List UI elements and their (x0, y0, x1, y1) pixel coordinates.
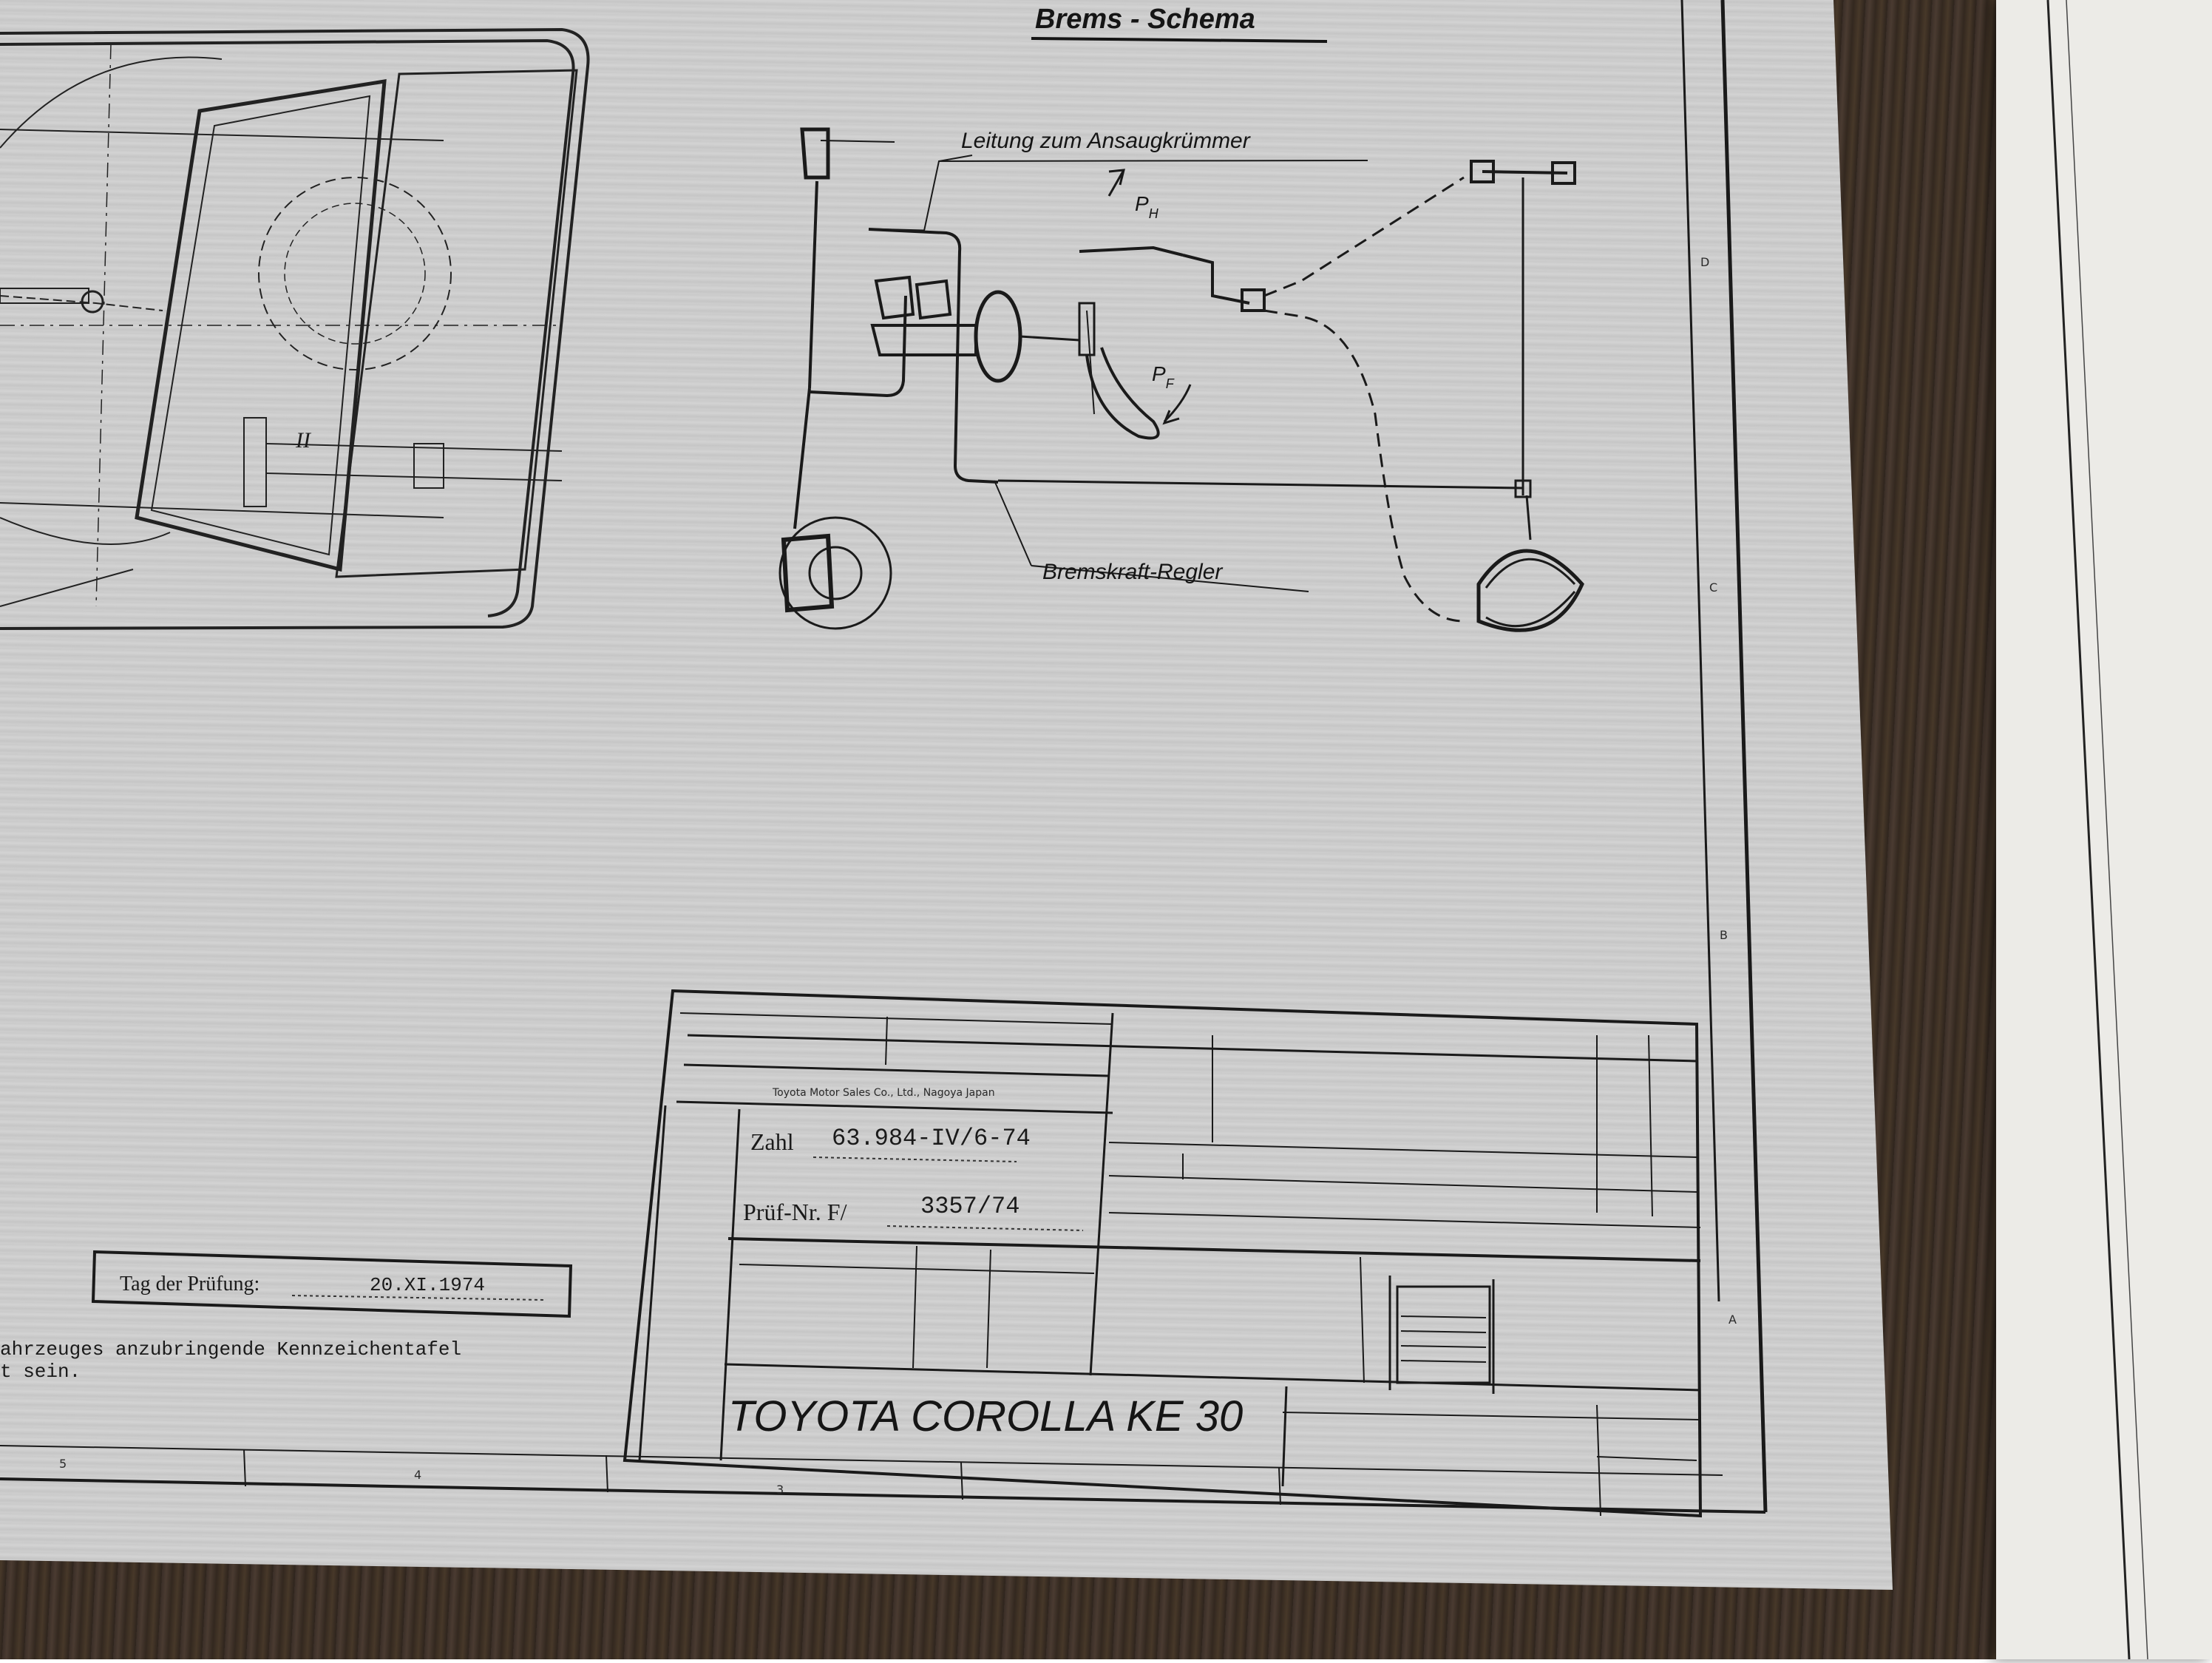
inspection-date-box: Tag der Prüfung: 20.XI.1974 (91, 1250, 573, 1318)
intake-line-label: Leitung zum Ansaugkrümmer (961, 129, 1251, 153)
axle-label: II (295, 428, 312, 453)
note-line-1: ahrzeuges anzubringende Kennzeichentafel (0, 1338, 461, 1361)
title-block (622, 989, 1703, 1518)
pruef-underline (886, 1225, 1084, 1231)
pruef-value: 3357/74 (920, 1193, 1020, 1220)
grid-marker-a: A (1728, 1313, 1737, 1327)
brake-circuit (778, 127, 1584, 632)
pruef-label: Prüf-Nr. F/ (743, 1199, 847, 1225)
grid-marker-3: 3 (776, 1483, 784, 1497)
grid-markers: 5 4 3 D C B A (59, 255, 1737, 1497)
sheet-frame (0, 0, 1768, 1514)
second-sheet-frame (2046, 0, 2148, 1660)
note-line-2: t sein. (0, 1361, 81, 1383)
second-drawing-sheet (1996, 0, 2212, 1660)
brake-regulator-label: Bremskraft-Regler (1042, 560, 1223, 584)
car-outline-drawing (0, 27, 590, 630)
drawing-sheet: 5 4 3 D C B A II Brems - Schema (0, 0, 1893, 1590)
vehicle-model: TOYOTA COROLLA KE 30 (728, 1392, 1243, 1440)
zahl-label: Zahl (750, 1128, 794, 1155)
grid-marker-c: C (1709, 580, 1717, 595)
schema-title: Brems - Schema (1035, 4, 1255, 35)
grid-marker-4: 4 (414, 1468, 421, 1482)
title-underline (1031, 37, 1328, 43)
grid-marker-d: D (1700, 255, 1709, 269)
inspection-date-value: 20.XI.1974 (370, 1274, 485, 1296)
grid-marker-5: 5 (59, 1457, 67, 1471)
manufacturer-text: Toyota Motor Sales Co., Ltd., Nagoya Jap… (772, 1087, 995, 1099)
foot-force-label: PF (1152, 362, 1175, 391)
registration-plate-note: ahrzeuges anzubringende Kennzeichentafel… (0, 1338, 461, 1383)
grid-marker-b: B (1720, 928, 1728, 942)
brake-schema-drawing: 5 4 3 D C B A II Brems - Schema (0, 0, 1768, 1518)
inspection-date-label: Tag der Prüfung: (120, 1273, 259, 1295)
hand-force-label: PH (1135, 192, 1159, 221)
zahl-underline (812, 1156, 1017, 1162)
zahl-value: 63.984-IV/6-74 (832, 1125, 1031, 1152)
